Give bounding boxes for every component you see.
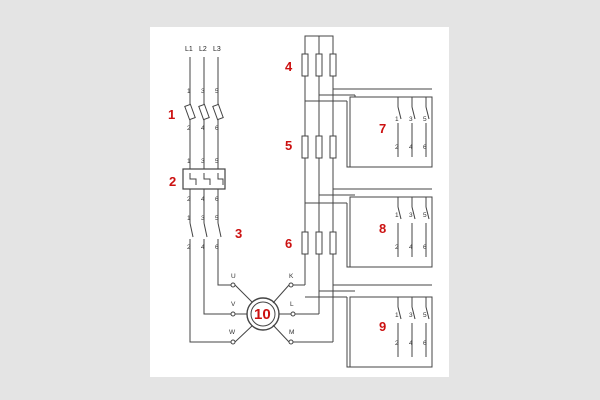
phase-label-l3: L3 — [213, 46, 221, 53]
svg-text:3: 3 — [409, 116, 413, 123]
svg-text:6: 6 — [423, 340, 427, 347]
callout-5: 5 — [285, 138, 292, 153]
wiring-diagram: L1 L2 L3 1 3 5 2 4 6 1 3 5 2 4 6 — [150, 27, 449, 377]
svg-text:3: 3 — [409, 212, 413, 219]
terminal-m: M — [289, 329, 294, 336]
svg-text:1: 1 — [395, 116, 399, 123]
svg-text:6: 6 — [215, 196, 219, 203]
phase-label-l2: L2 — [199, 46, 207, 53]
svg-text:2: 2 — [187, 196, 191, 203]
svg-text:4: 4 — [201, 244, 205, 251]
callout-4: 4 — [285, 59, 293, 74]
svg-text:5: 5 — [215, 158, 219, 165]
svg-text:4: 4 — [409, 144, 413, 151]
svg-text:4: 4 — [409, 244, 413, 251]
motor-feed-wires: U V W — [189, 249, 254, 345]
svg-text:5: 5 — [215, 88, 219, 95]
terminal-l: L — [290, 301, 294, 308]
resistor-bank-6 — [301, 231, 337, 255]
callout-9: 9 — [379, 319, 386, 334]
svg-text:4: 4 — [201, 196, 205, 203]
callout-8: 8 — [379, 221, 386, 236]
callout-3: 3 — [235, 226, 242, 241]
svg-text:6: 6 — [215, 125, 219, 132]
resistor-bank-4 — [301, 53, 337, 77]
svg-text:2: 2 — [395, 244, 399, 251]
contactor-7: 1 3 5 2 4 6 — [305, 88, 433, 168]
supply-lines: L1 L2 L3 — [185, 46, 221, 105]
svg-text:2: 2 — [187, 244, 191, 251]
svg-text:1: 1 — [187, 215, 191, 222]
callout-1: 1 — [168, 107, 175, 122]
svg-text:3: 3 — [201, 215, 205, 222]
thermal-relay: 1 3 5 2 4 6 — [182, 158, 226, 223]
svg-text:5: 5 — [215, 215, 219, 222]
fuse-group: 1 3 5 2 4 6 — [184, 88, 224, 169]
terminal-v: V — [231, 301, 236, 308]
svg-text:4: 4 — [409, 340, 413, 347]
svg-text:5: 5 — [423, 312, 427, 319]
callout-2: 2 — [169, 174, 176, 189]
svg-text:2: 2 — [395, 144, 399, 151]
svg-text:2: 2 — [187, 125, 191, 132]
contactor-8: 1 3 5 2 4 6 — [305, 188, 433, 268]
terminal-w: W — [229, 329, 236, 336]
terminal-u: U — [231, 273, 236, 280]
svg-text:3: 3 — [201, 88, 205, 95]
callout-10: 10 — [254, 306, 271, 323]
svg-text:1: 1 — [187, 88, 191, 95]
svg-text:1: 1 — [395, 312, 399, 319]
svg-text:6: 6 — [423, 244, 427, 251]
terminal-k: K — [289, 273, 294, 280]
contactor-9: 1 3 5 2 4 6 — [305, 284, 433, 368]
motor: K L M — [246, 273, 296, 345]
phase-label-l1: L1 — [185, 46, 193, 53]
callouts: 1 2 3 4 5 6 7 8 9 10 — [168, 59, 386, 334]
svg-text:5: 5 — [423, 212, 427, 219]
busbar-lines — [293, 35, 334, 343]
callout-7: 7 — [379, 121, 386, 136]
svg-text:6: 6 — [215, 244, 219, 251]
svg-text:2: 2 — [395, 340, 399, 347]
resistor-bank-5 — [301, 135, 337, 159]
svg-text:1: 1 — [395, 212, 399, 219]
svg-text:6: 6 — [423, 144, 427, 151]
callout-6: 6 — [285, 236, 292, 251]
svg-text:4: 4 — [201, 125, 205, 132]
main-contactor: 1 3 5 2 4 6 — [187, 215, 222, 251]
svg-text:3: 3 — [409, 312, 413, 319]
svg-text:5: 5 — [423, 116, 427, 123]
svg-text:1: 1 — [187, 158, 191, 165]
svg-text:3: 3 — [201, 158, 205, 165]
circuit-svg: L1 L2 L3 1 3 5 2 4 6 1 3 5 2 4 6 — [168, 35, 433, 368]
